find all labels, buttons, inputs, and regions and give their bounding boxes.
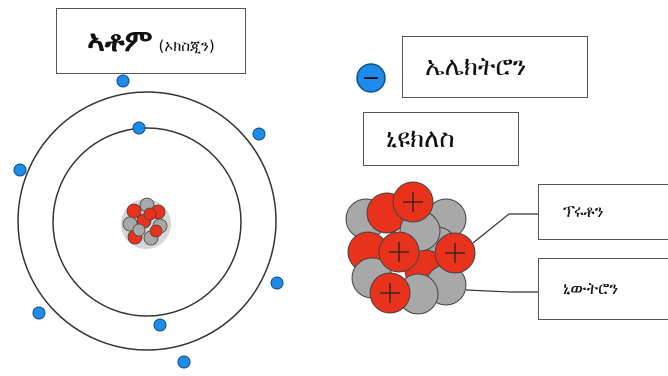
electron <box>116 74 130 88</box>
electron-legend-minus: − <box>362 66 380 91</box>
electron-legend-icon <box>356 63 386 93</box>
diagram-title: ኣቶም <box>87 23 153 59</box>
electron <box>270 276 284 290</box>
proton-label: ፕሩቶን <box>563 202 604 222</box>
outer-orbit <box>17 91 277 351</box>
nucleus-label-box: ኒዩክለስ <box>363 112 519 166</box>
electron-label-box: ኤሌክትሮን <box>402 36 588 98</box>
neutron-label: ኒውትሮን <box>563 279 619 299</box>
big-nucleus <box>345 181 476 315</box>
inner-orbit <box>52 127 242 317</box>
electron <box>13 163 27 177</box>
electron <box>132 121 146 135</box>
electron <box>252 127 266 141</box>
neutron-leader-line <box>465 289 540 293</box>
title-box: ኣቶም (ኦክስጂን) <box>56 8 246 74</box>
electron <box>153 318 167 332</box>
electron <box>32 306 46 320</box>
nucleus-label: ኒዩክለስ <box>386 123 455 154</box>
proton-label-box: ፕሩቶን <box>538 184 668 240</box>
small-nucleus <box>122 197 168 246</box>
proton-leader-line <box>472 213 540 244</box>
diagram-subtitle: (ኦክስጂን) <box>158 37 215 55</box>
inner-electrons <box>132 121 167 332</box>
outer-electrons <box>13 74 284 369</box>
electron <box>177 355 191 369</box>
electron-label: ኤሌክትሮን <box>425 51 527 82</box>
neutron-label-box: ኒውትሮን <box>538 258 668 320</box>
proton-plus-signs <box>380 192 465 303</box>
